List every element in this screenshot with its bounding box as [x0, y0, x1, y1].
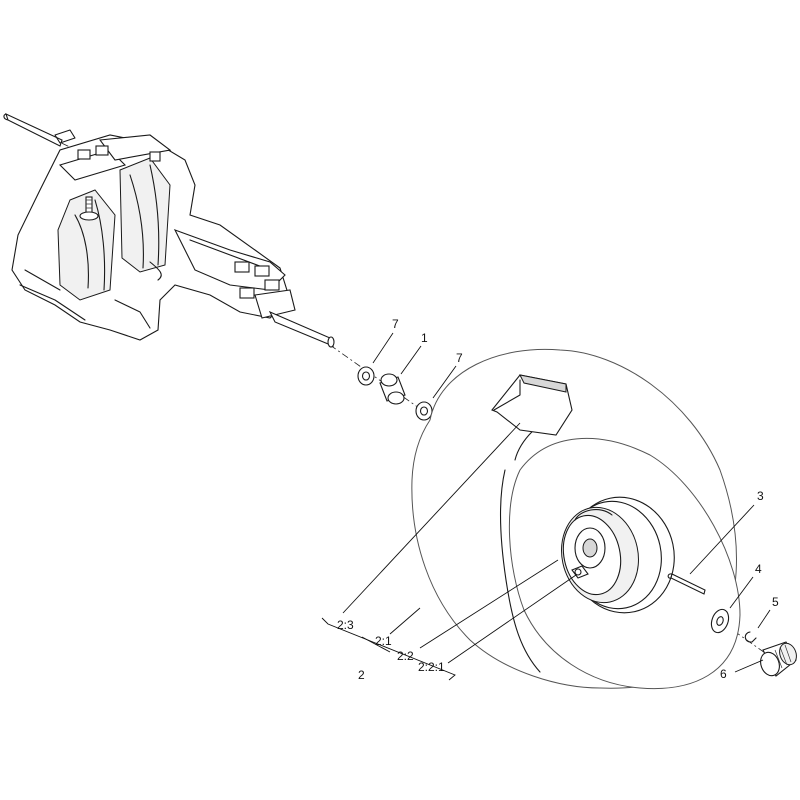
callout-3: 3 [757, 489, 764, 503]
leader-lines [321, 332, 771, 681]
callout-4: 4 [755, 562, 762, 576]
callout-2-1: 2:1 [375, 634, 392, 648]
callout-7-right: 7 [456, 351, 463, 365]
wheel-tire-assembly [411, 348, 741, 690]
washer-part-7-right [415, 401, 433, 421]
callout-7-left: 7 [392, 317, 399, 331]
callout-1: 1 [421, 331, 428, 345]
spacer-part-1 [379, 373, 406, 405]
transaxle-assembly [3, 112, 335, 348]
callout-2: 2 [358, 668, 365, 682]
washer-part-4 [710, 608, 730, 634]
callouts: 7 1 7 3 4 5 6 2:3 2:1 2:2 2:2:1 2 [337, 317, 779, 682]
callout-2-3: 2:3 [337, 618, 354, 632]
callout-2-2-1: 2:2:1 [418, 660, 445, 674]
cotter-pin-part-3 [667, 573, 706, 595]
callout-5: 5 [772, 595, 779, 609]
callout-2-2: 2:2 [397, 649, 414, 663]
hub-cap-part-6 [760, 641, 797, 677]
callout-6: 6 [720, 667, 727, 681]
washer-part-7-left [357, 366, 375, 386]
clip-part-5 [744, 631, 757, 643]
